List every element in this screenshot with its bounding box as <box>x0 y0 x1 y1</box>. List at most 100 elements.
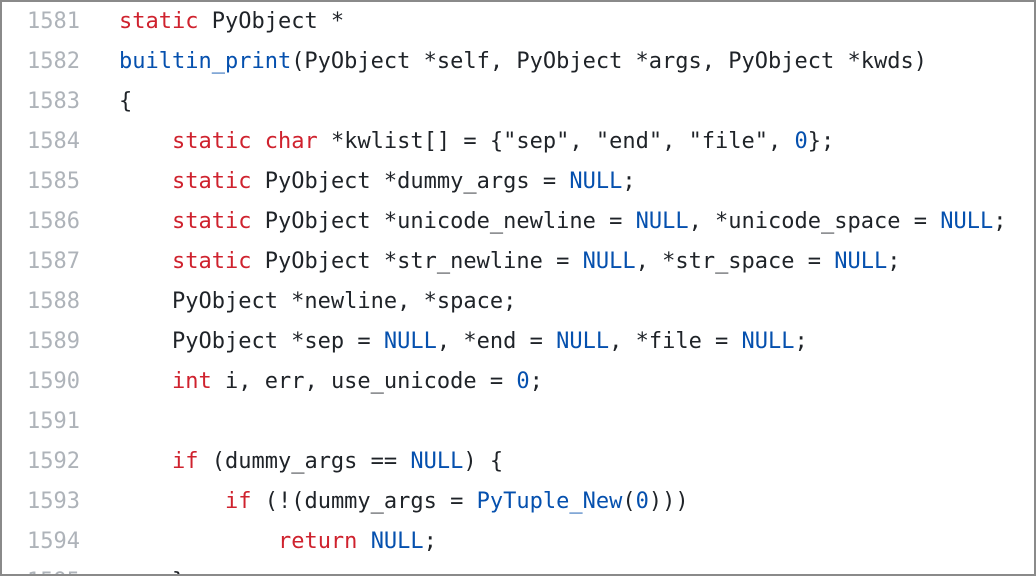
code-line: 1590 int i, err, use_unicode = 0; <box>2 362 1006 402</box>
line-number[interactable]: 1584 <box>27 129 80 154</box>
code-line: 1582 builtin_print(PyObject *self, PyObje… <box>2 42 1006 82</box>
line-number[interactable]: 1590 <box>27 369 80 394</box>
constant-token: 0 <box>635 489 649 514</box>
line-number[interactable]: 1585 <box>27 169 80 194</box>
constant-token: NULL <box>410 449 464 474</box>
code-line: 1583 { <box>2 82 1006 122</box>
line-number[interactable]: 1587 <box>27 249 80 274</box>
line-number[interactable]: 1594 <box>27 529 80 554</box>
text-token <box>357 529 370 554</box>
text-token <box>119 169 172 194</box>
code-line: 1586 static PyObject *unicode_newline = … <box>2 202 1006 242</box>
constant-token: NULL <box>635 209 689 234</box>
line-number[interactable]: 1583 <box>27 89 80 114</box>
code-line: 1581 static PyObject * <box>2 2 1006 42</box>
line-content: return NULL; <box>119 522 437 562</box>
line-content: PyObject *sep = NULL, *end = NULL, *file… <box>119 322 808 362</box>
code-line: 1588 PyObject *newline, *space; <box>2 282 1006 322</box>
code-line: 1589 PyObject *sep = NULL, *end = NULL, … <box>2 322 1006 362</box>
line-content: int i, err, use_unicode = 0; <box>119 362 543 402</box>
text-token <box>119 249 172 274</box>
text-token: ; <box>887 249 901 274</box>
code-line: 1594 return NULL; <box>2 522 1006 562</box>
keyword-token: if <box>224 489 252 514</box>
code-line: 1592 if (dummy_args == NULL) { <box>2 442 1006 482</box>
text-token <box>119 489 225 514</box>
constant-token: NULL <box>569 169 623 194</box>
text-token: ; <box>423 529 437 554</box>
code-line: 1593 if (!(dummy_args = PyTuple_New(0))) <box>2 482 1006 522</box>
constant-token: PyTuple_New <box>476 489 623 514</box>
line-number[interactable]: 1592 <box>27 449 80 474</box>
text-token: , *unicode_space = <box>688 209 941 234</box>
line-number[interactable]: 1586 <box>27 209 80 234</box>
constant-token: NULL <box>741 329 795 354</box>
keyword-token: return <box>277 529 358 554</box>
text-token: PyObject *newline, *space; <box>119 289 517 314</box>
keyword-token: char <box>264 129 318 154</box>
line-content: static PyObject *unicode_newline = NULL,… <box>119 202 1006 242</box>
line-content: PyObject *newline, *space; <box>119 282 516 322</box>
text-token <box>251 129 264 154</box>
line-content: if (dummy_args == NULL) { <box>119 442 503 482</box>
keyword-token: if <box>171 449 199 474</box>
text-token: } <box>119 569 185 574</box>
keyword-token: int <box>171 369 212 394</box>
text-token: (dummy_args == <box>198 449 411 474</box>
code-line: 1595 } <box>2 562 1006 574</box>
text-token: PyObject *dummy_args = <box>251 169 570 194</box>
text-token: PyObject *sep = <box>119 329 384 354</box>
code-line: 1584 static char *kwlist[] = {"sep", "en… <box>2 122 1006 162</box>
text-token: ; <box>529 369 543 394</box>
text-token: , *end = <box>436 329 557 354</box>
line-content: static PyObject *dummy_args = NULL; <box>119 162 636 202</box>
line-number[interactable]: 1595 <box>2 562 119 574</box>
line-number[interactable]: 1588 <box>27 289 80 314</box>
line-content: } <box>119 562 185 574</box>
text-token: (!(dummy_args = <box>251 489 477 514</box>
line-number[interactable]: 1582 <box>27 49 80 74</box>
text-token: (PyObject *self, PyObject *args, PyObjec… <box>291 49 927 74</box>
text-token: PyObject * <box>198 9 345 34</box>
constant-token: NULL <box>370 529 424 554</box>
code-line: 1587 static PyObject *str_newline = NULL… <box>2 242 1006 282</box>
line-number[interactable]: 1581 <box>27 9 80 34</box>
text-token: ))) <box>648 489 689 514</box>
line-content: static char *kwlist[] = {"sep", "end", "… <box>119 122 834 162</box>
text-token: PyObject *str_newline = <box>251 249 583 274</box>
text-token: ; <box>993 209 1007 234</box>
line-content: if (!(dummy_args = PyTuple_New(0))) <box>119 482 689 522</box>
constant-token: NULL <box>556 329 610 354</box>
keyword-token: static <box>171 169 252 194</box>
line-number[interactable]: 1593 <box>27 489 80 514</box>
line-number[interactable]: 1591 <box>27 409 80 434</box>
text-token: ; <box>622 169 636 194</box>
code-line: 1585 static PyObject *dummy_args = NULL; <box>2 162 1006 202</box>
constant-token: 0 <box>794 129 808 154</box>
text-token <box>119 529 278 554</box>
keyword-token: static <box>171 249 252 274</box>
keyword-token: static <box>171 209 252 234</box>
constant-token: NULL <box>383 329 437 354</box>
text-token: *kwlist[] = {"sep", "end", "file", <box>317 129 795 154</box>
text-token <box>119 129 172 154</box>
constant-token: 0 <box>516 369 530 394</box>
line-content: static PyObject * <box>119 2 344 42</box>
text-token <box>119 449 172 474</box>
line-content: { <box>119 82 132 122</box>
line-content: builtin_print(PyObject *self, PyObject *… <box>119 42 927 82</box>
constant-token: NULL <box>582 249 636 274</box>
code-listing: 1581 static PyObject * 1582 builtin_print(P… <box>2 2 1006 574</box>
constant-token: NULL <box>834 249 888 274</box>
keyword-token: static <box>119 9 199 34</box>
constant-token: builtin_print <box>119 49 292 74</box>
text-token: i, err, use_unicode = <box>211 369 517 394</box>
text-token <box>119 369 172 394</box>
text-token: PyObject *unicode_newline = <box>251 209 636 234</box>
text-token <box>119 209 172 234</box>
line-content: static PyObject *str_newline = NULL, *st… <box>119 242 901 282</box>
text-token: , *file = <box>609 329 742 354</box>
text-token: ) { <box>463 449 504 474</box>
line-number[interactable]: 1589 <box>27 329 80 354</box>
